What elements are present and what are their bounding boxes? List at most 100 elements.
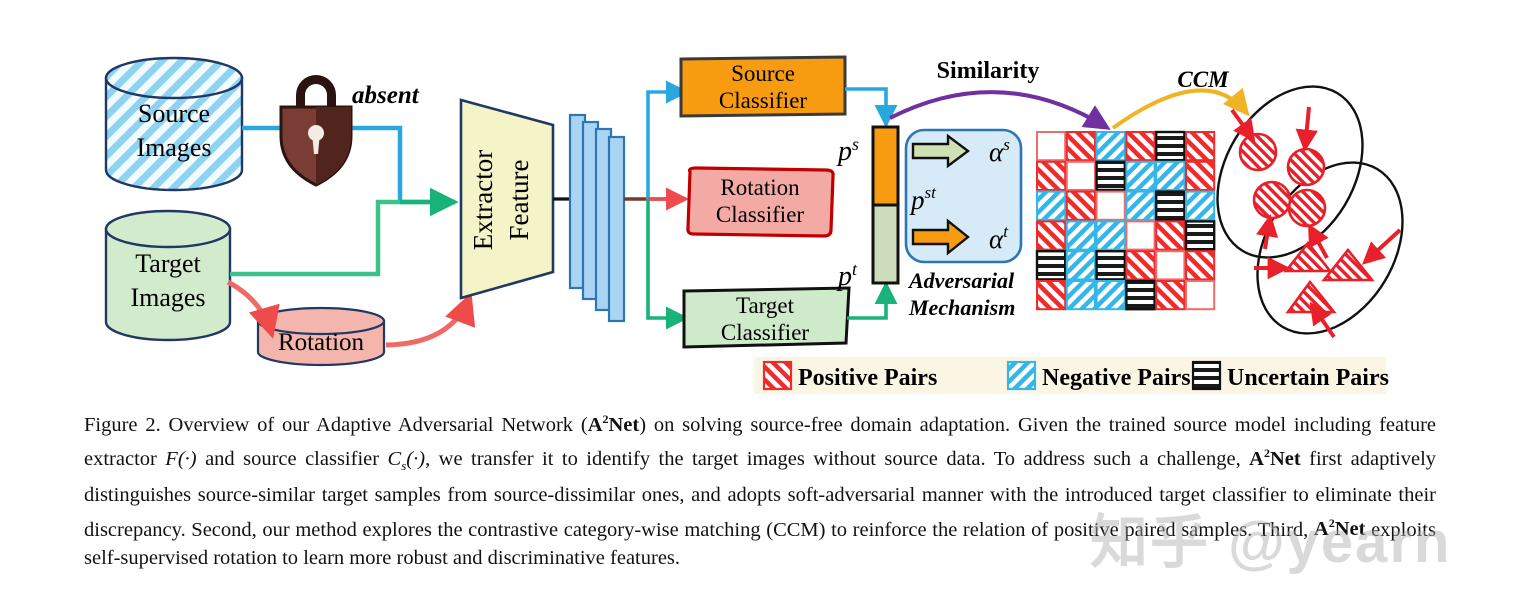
cluster-arrow — [1230, 108, 1256, 143]
edge-source-classifier-to-pbar — [845, 87, 898, 128]
p-s-label: ps — [836, 134, 859, 167]
matrix-cell — [1036, 220, 1067, 251]
feature-extractor: Feature Extractor — [459, 98, 555, 300]
source-classifier-label-line1: Source — [731, 61, 795, 86]
cluster-triangle — [1321, 247, 1375, 282]
legend-label: Positive Pairs — [798, 365, 937, 391]
p-t-label: pt — [836, 259, 858, 292]
adversarial-mechanism-box: αs pst αt — [904, 128, 1023, 264]
matrix-cell — [1065, 250, 1097, 281]
rotation-cylinder: Rotation — [256, 306, 386, 367]
cluster-arrow — [1362, 228, 1402, 265]
matrix-cell — [1125, 220, 1156, 251]
matrix-cell — [1125, 190, 1156, 221]
similarity-matrix — [1035, 130, 1216, 311]
edge-target-to-extractor — [230, 187, 459, 277]
matrix-cell — [1125, 250, 1156, 281]
rotation-classifier-label-line2: Classifier — [716, 202, 804, 227]
alpha-s-label: αs — [989, 135, 1010, 167]
matrix-cell — [1036, 131, 1067, 162]
matrix-cell — [1065, 220, 1097, 251]
matrix-cell — [1036, 280, 1067, 311]
source-images-cylinder: Source Images — [104, 56, 244, 192]
a2net-mark: A2Net — [587, 412, 640, 436]
caption-text-5: , we transfer it to identify the target … — [425, 448, 1016, 471]
ccm-label: CCM — [1177, 67, 1230, 92]
rotation-label: Rotation — [278, 329, 365, 356]
a2net-mark-2: A2Net — [1249, 446, 1301, 471]
legend-swatch — [762, 360, 793, 391]
conv-layer-stack — [568, 113, 626, 323]
matrix-cell — [1154, 190, 1186, 222]
adversarial-label-line1: Adversarial — [907, 268, 1015, 293]
cluster-circle — [1287, 188, 1327, 228]
cluster-plot — [1216, 85, 1404, 339]
caption-text-10: exploits self-supervised rotation to — [84, 518, 1436, 569]
source-images-label-line2: Images — [136, 133, 211, 162]
target-classifier-label-line1: Target — [736, 293, 795, 318]
legend-background — [754, 357, 1386, 394]
cluster-triangle — [1283, 240, 1333, 273]
source-classifier-label-line2: Classifier — [719, 88, 807, 113]
feature-extractor-label-line1: Feature — [504, 160, 534, 241]
p-st-label: pst — [909, 183, 937, 215]
matrix-cell — [1184, 220, 1216, 251]
matrix-cell — [1095, 131, 1126, 162]
cluster-circle — [1286, 147, 1326, 187]
matrix-cell — [1095, 249, 1126, 281]
matrix-cell — [1065, 280, 1097, 311]
edge-conv-to-source-classifier — [646, 80, 689, 199]
alpha-t-arrow-icon — [911, 218, 970, 256]
matrix-cell — [1095, 190, 1126, 221]
cluster-arrow — [1308, 223, 1329, 259]
matrix-cell — [1185, 250, 1216, 281]
alpha-s-arrow-icon — [911, 133, 970, 169]
lock-icon — [279, 75, 353, 187]
edge-rotation-to-extractor — [385, 292, 476, 348]
similarity-arrow — [889, 90, 1111, 130]
cluster-arrow — [1256, 214, 1279, 250]
matrix-cell — [1065, 190, 1097, 221]
similarity-label: Similarity — [937, 58, 1040, 84]
caption-text-2: ) on solving source-free domain adaptati… — [639, 413, 1227, 436]
absent-label: absent — [352, 82, 420, 109]
matrix-cell — [1095, 160, 1126, 192]
cluster-arrow — [1309, 301, 1336, 339]
legend-swatch — [1006, 360, 1037, 391]
caption-text-9: category-wise matching (CCM) to reinforc… — [563, 518, 1314, 541]
caption-text-7: first adaptively distinguishes source-si… — [84, 448, 1437, 506]
rotation-classifier-box: Rotation Classifier — [686, 166, 835, 238]
caption-text-6: address such a challenge, — [1023, 448, 1250, 471]
matrix-cell — [1155, 250, 1186, 281]
target-classifier-box: Target Classifier — [682, 286, 851, 349]
matrix-cell — [1095, 280, 1126, 311]
ccm-arrow — [1111, 87, 1250, 130]
edge-target-to-rotation — [226, 279, 280, 339]
caption-text-1: Figure 2. Overview of our Adaptive Adver… — [84, 413, 588, 436]
rotation-classifier-label-line1: Rotation — [720, 175, 800, 200]
target-images-cylinder: Target Images — [104, 209, 232, 342]
matrix-cell — [1036, 160, 1067, 192]
matrix-cell — [1185, 160, 1216, 192]
source-classifier-box: Source Classifier — [679, 55, 847, 118]
matrix-cell — [1185, 131, 1216, 162]
caption-text-4: and source classifier — [196, 448, 388, 471]
matrix-cell — [1035, 249, 1067, 281]
matrix-cell — [1155, 280, 1186, 311]
caption-text-3: model including feature extractor — [84, 413, 1436, 471]
alpha-t-label: αt — [989, 222, 1009, 254]
matrix-cell — [1185, 280, 1216, 311]
edge-conv-to-target-classifier — [646, 199, 689, 330]
matrix-cell — [1154, 130, 1186, 162]
matrix-cell — [1185, 190, 1216, 221]
matrix-cell — [1155, 220, 1186, 251]
architecture-diagram: Source Images Target Images Rotation — [104, 55, 1404, 394]
a2net-mark-3: A2Net — [1313, 516, 1366, 541]
target-classifier-label-line2: Classifier — [721, 320, 809, 345]
adversarial-label-line2: Mechanism — [908, 295, 1015, 320]
cluster-circle — [1238, 132, 1278, 172]
matrix-cell — [1125, 279, 1156, 311]
matrix-cell — [1125, 131, 1156, 162]
target-images-label-line1: Target — [135, 249, 201, 278]
